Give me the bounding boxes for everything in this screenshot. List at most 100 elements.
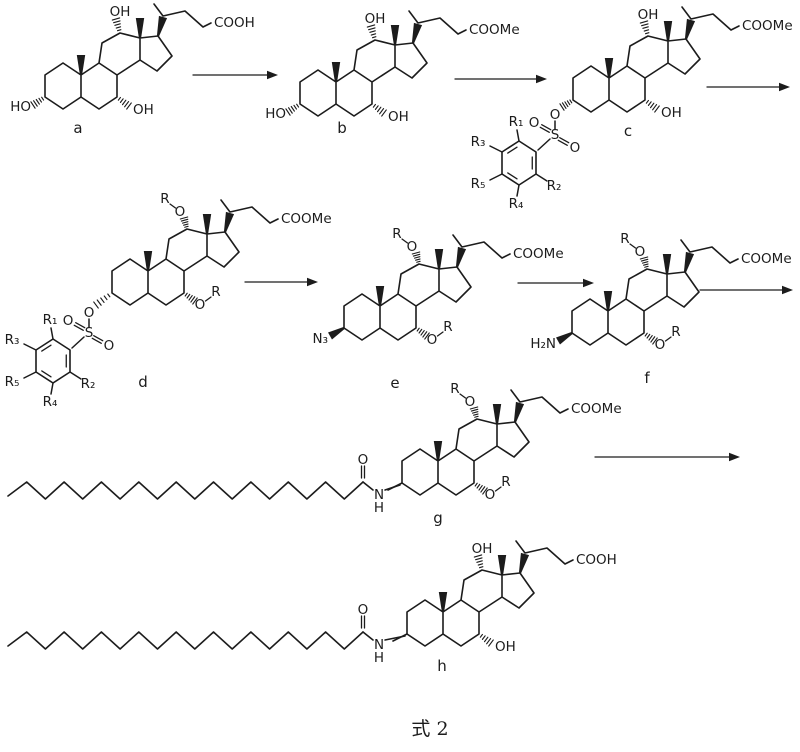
- side-chain-a: [153, 3, 212, 28]
- sulfonyl-o1-label-c: O: [529, 115, 540, 131]
- c7-hash-c: [647, 101, 652, 106]
- c7-hash-d: [192, 297, 198, 305]
- chain-end-label-h: COOH: [576, 552, 617, 568]
- c7-hash-d: [184, 292, 188, 297]
- scheme-caption: 式 2: [411, 718, 448, 740]
- c10-methyl-wedge-h: [438, 592, 448, 612]
- arrow-head: [779, 82, 790, 92]
- r-12-label-f: R: [620, 231, 629, 247]
- fatty-chain-h: ONH: [7, 602, 406, 666]
- structure-letter-d: d: [138, 373, 148, 391]
- amide-h-label-g: H: [374, 500, 384, 516]
- c7-hash-c: [652, 104, 658, 111]
- c12-hash-h: [477, 563, 484, 566]
- oh-7-label-a: OH: [133, 102, 154, 118]
- side-chain-h: [515, 540, 574, 565]
- sulfur-label-d: S: [85, 325, 94, 341]
- c3-hash-b: [285, 108, 291, 116]
- r4-bond-d: [50, 382, 54, 395]
- c12-hash-g: [471, 411, 479, 414]
- c10-methyl-wedge-e: [375, 286, 385, 306]
- c7-hash-a: [117, 96, 122, 101]
- c7-hash-e: [416, 327, 420, 332]
- sulfonyl-o1-label-d: O: [63, 313, 74, 329]
- c10-methyl-wedge-c: [604, 58, 614, 78]
- c17-c20-wedge-h: [518, 552, 530, 574]
- c7-hash-b: [374, 105, 379, 110]
- o-r-bond-7-d: [204, 296, 212, 302]
- c12-hash-e: [412, 253, 421, 257]
- c13-methyl-wedge-c: [663, 21, 673, 41]
- c7-hash-c: [649, 102, 655, 109]
- fatty-chain-g: ONH: [7, 452, 401, 516]
- s-o-double-c: [539, 126, 550, 133]
- arrow-head: [583, 278, 594, 288]
- structure-letter-b: b: [337, 119, 347, 137]
- c3-hash-b: [293, 104, 298, 110]
- c3-hash-d: [103, 295, 108, 301]
- amide-h-label-h: H: [374, 650, 384, 666]
- c7-hash-a: [126, 102, 132, 110]
- o-r-bond-7-g: [494, 486, 502, 492]
- ring-system-f: [571, 268, 700, 346]
- c7-hash-h: [488, 639, 494, 647]
- o-r-bond-12-e: [401, 238, 409, 244]
- side-chain-d: [220, 199, 279, 224]
- amine-3-label-f: H₂N: [530, 336, 556, 352]
- c12-hash-e: [411, 251, 421, 255]
- c3-hash-c: [559, 103, 565, 111]
- c3-hash-a: [38, 97, 43, 103]
- c13-methyl-wedge-d: [202, 214, 212, 234]
- structure-letter-g: g: [433, 509, 443, 527]
- reaction-arrow-4: [244, 277, 318, 287]
- r-12-label-e: R: [392, 226, 401, 242]
- c13-methyl-wedge-e: [434, 249, 444, 269]
- o-7-label-d: O: [195, 297, 206, 313]
- c13-methyl-wedge-f: [662, 254, 672, 274]
- c3-hash-b: [290, 105, 295, 112]
- c12-hash-g: [474, 415, 479, 418]
- side-chain-b: [408, 10, 467, 35]
- s-aryl-bond-d: [71, 336, 85, 349]
- c10-methyl-wedge-f: [603, 291, 613, 311]
- r3-bond-c: [489, 145, 503, 153]
- o-7-label-e: O: [427, 332, 438, 348]
- oh-7-label-b: OH: [388, 109, 409, 125]
- c3-hash-d: [96, 299, 102, 306]
- c3-hash-c: [569, 99, 573, 104]
- r-7-label-f: R: [671, 324, 680, 340]
- n-c3-bond-h: [384, 635, 406, 641]
- c7-hash-h: [486, 638, 492, 645]
- c12-hash-a: [115, 26, 122, 29]
- c12-hash-h: [476, 560, 483, 563]
- c-n-bond-g: [362, 481, 374, 491]
- r2-label-c: R₂: [547, 178, 562, 194]
- c12-hash-d: [179, 216, 189, 220]
- arrow-head: [536, 74, 547, 84]
- benzene-ring-d: [35, 338, 71, 384]
- c17-c20-wedge-a: [156, 15, 168, 37]
- c12-hash-b: [368, 27, 376, 31]
- c7-hash-d: [190, 296, 196, 303]
- c3-hash-d: [107, 293, 111, 298]
- r5-label-d: R₅: [5, 374, 20, 390]
- c13-methyl-wedge-g: [492, 404, 502, 424]
- alkyl-chain-g: [7, 481, 364, 500]
- benzene-inner-bond-c: [507, 172, 518, 180]
- alkyl-chain-h: [7, 631, 364, 650]
- oh-12-label-h: OH: [472, 541, 493, 557]
- c12-hash-a: [113, 20, 121, 24]
- c12-hash-h: [475, 557, 483, 561]
- c3-hash-c: [561, 102, 567, 109]
- r5-bond-c: [489, 173, 503, 181]
- r1-label-c: R₁: [509, 114, 524, 130]
- c10-methyl-wedge-b: [331, 62, 341, 82]
- n-c3-bond-g: [384, 484, 401, 491]
- c7-hash-a: [124, 101, 130, 108]
- r5-bond-d: [23, 371, 37, 379]
